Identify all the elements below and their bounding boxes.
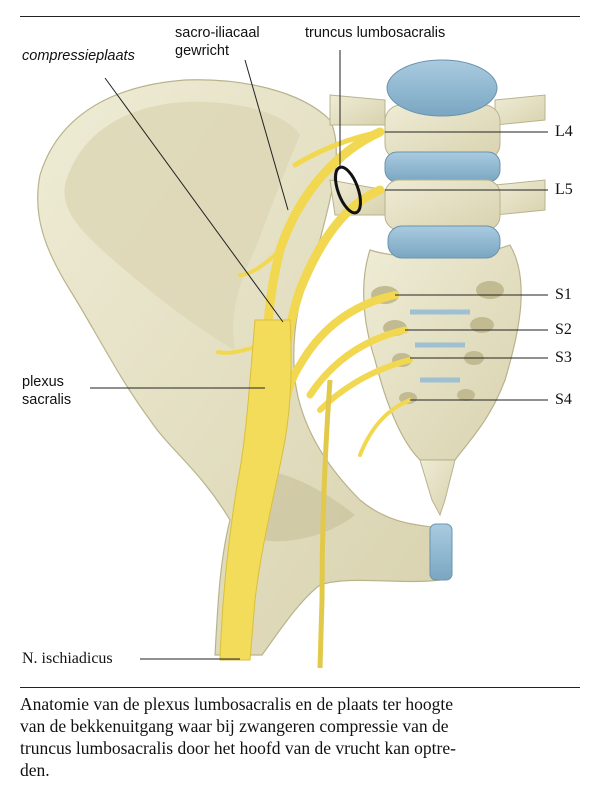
leader-lines bbox=[90, 50, 548, 660]
label-S3: S3 bbox=[555, 349, 572, 366]
pubic-symphysis bbox=[429, 523, 453, 581]
label-truncus-lumbosacralis: truncus lumbosacralis bbox=[305, 25, 446, 41]
sacrum bbox=[363, 244, 522, 461]
label-n-ischiadicus: N. ischiadicus bbox=[22, 650, 113, 667]
disc-L3-L4 bbox=[386, 59, 498, 117]
compression-ring bbox=[334, 165, 362, 215]
coccyx bbox=[419, 459, 456, 517]
disc-L4-L5 bbox=[384, 151, 501, 183]
label-S4: S4 bbox=[555, 391, 572, 408]
sciatic-nerve bbox=[219, 319, 292, 661]
vertebra-L5 bbox=[329, 179, 546, 231]
label-plexus-sacralis: plexus sacralis bbox=[22, 374, 72, 408]
label-S1: S1 bbox=[555, 286, 572, 303]
caption-line: Anatomie van de plexus lumbosacralis en … bbox=[20, 694, 453, 714]
iliac-fossa bbox=[64, 101, 300, 350]
label-compressieplaats: compressieplaats bbox=[22, 48, 135, 64]
label-L5: L5 bbox=[555, 181, 573, 198]
caption-rule bbox=[20, 687, 580, 688]
label-S2: S2 bbox=[555, 321, 572, 338]
caption-line: den. bbox=[20, 760, 50, 780]
disc-L5-S1 bbox=[387, 225, 501, 259]
figure-caption: Anatomie van de plexus lumbosacralis en … bbox=[20, 693, 585, 781]
caption-line: van de bekkenuitgang waar bij zwangeren … bbox=[20, 716, 449, 736]
caption-line: truncus lumbosacralis door het hoofd van… bbox=[20, 738, 456, 758]
label-sacro-iliacaal-gewricht: sacro-iliacaal gewricht bbox=[175, 25, 260, 59]
pudendal-nerve bbox=[317, 379, 333, 669]
top-rule bbox=[20, 16, 580, 17]
label-L4: L4 bbox=[555, 123, 573, 140]
